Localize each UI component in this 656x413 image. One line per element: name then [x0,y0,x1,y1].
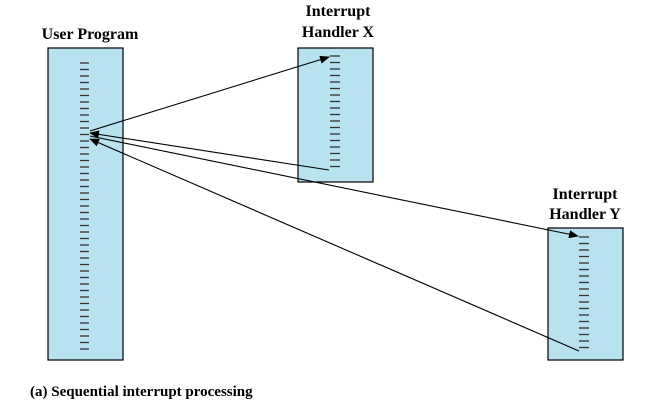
handler-x-label-line2: Handler X [302,24,375,41]
arrow-to-handler-y [89,135,579,239]
user-program-box [47,47,124,361]
handler-y-box [547,227,624,361]
handler-y-label-line1: Interrupt [553,186,619,203]
figure-caption: (a) Sequential interrupt processing [30,384,253,400]
user-program-label: User Program [42,26,139,43]
user-program-instructions [80,62,89,350]
arrow-to-handler-x [89,55,330,132]
arrow-handler-x-return [89,130,330,171]
handler-y-label-line2: Handler Y [549,206,621,223]
arrow-handler-y-return [89,138,580,352]
handler-x-label-line1: Interrupt [306,3,372,20]
handler-x-instructions [330,55,340,168]
handler-y-instructions [579,236,589,349]
